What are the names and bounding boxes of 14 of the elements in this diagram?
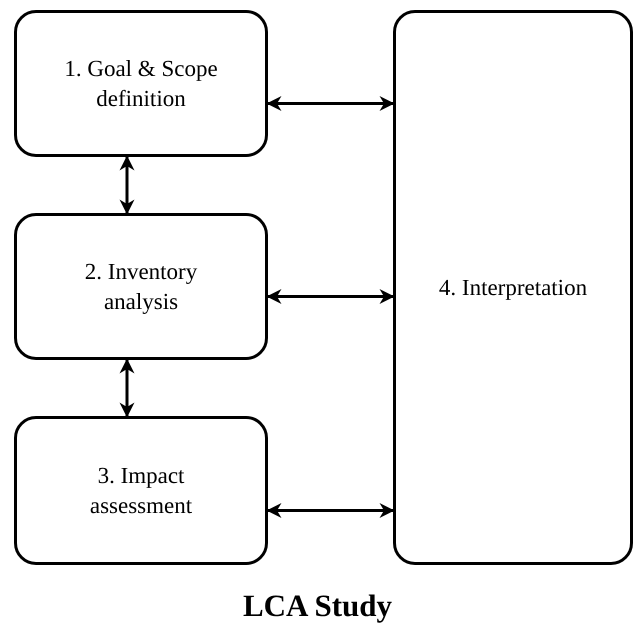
box-label: 1. Goal & Scope definition bbox=[63, 54, 219, 112]
process-box bbox=[14, 10, 268, 157]
box-label: 3. Impact assessment bbox=[88, 462, 194, 520]
process-box bbox=[14, 416, 268, 565]
box-label: 2. Inventory analysis bbox=[84, 258, 198, 316]
double-arrow bbox=[120, 358, 134, 418]
double-arrow bbox=[266, 289, 394, 304]
double-arrow bbox=[120, 156, 134, 214]
diagram-title: LCA Study bbox=[242, 588, 394, 624]
double-arrow bbox=[266, 503, 394, 518]
process-box bbox=[14, 213, 268, 360]
double-arrow bbox=[266, 96, 394, 111]
process-box bbox=[393, 10, 633, 565]
box-label: 4. Interpretation bbox=[438, 274, 588, 302]
